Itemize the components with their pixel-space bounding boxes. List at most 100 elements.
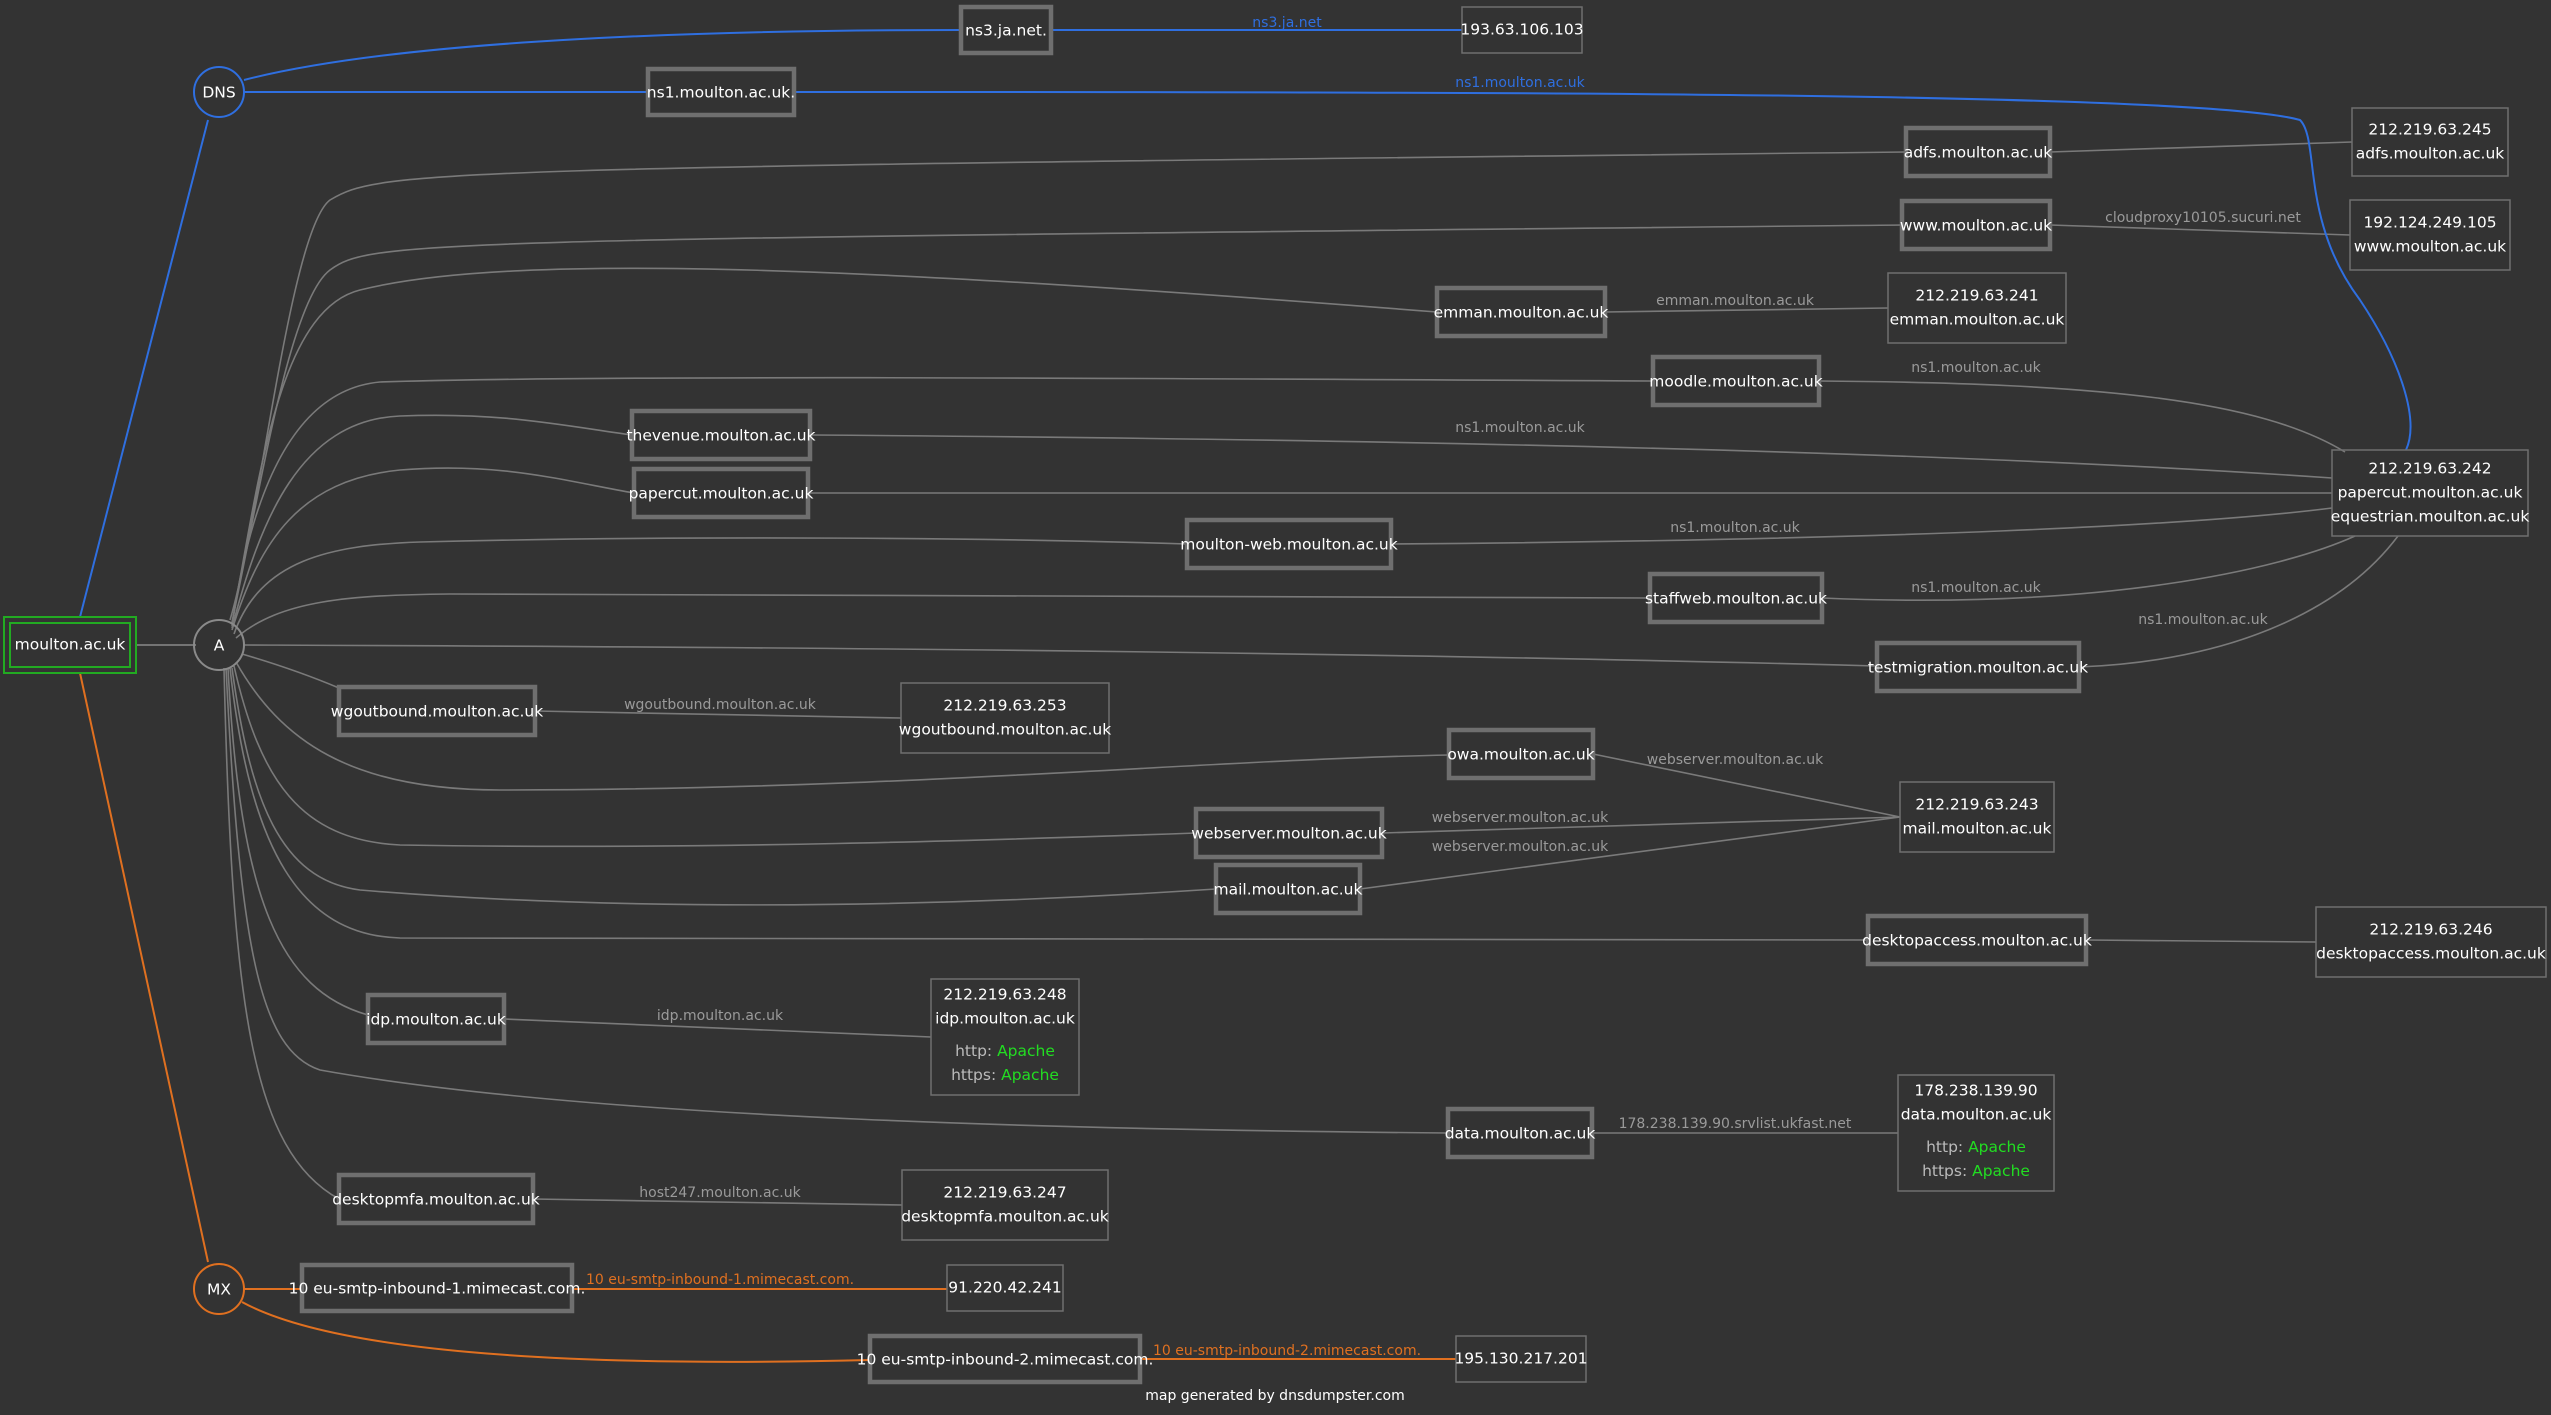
group-dns-circle[interactable] (193, 66, 245, 118)
host-data-box[interactable] (1445, 1106, 1595, 1160)
ip-box-212-219-63-248-service: http: Apache (955, 1042, 1055, 1060)
group-a-circle[interactable] (193, 619, 245, 671)
host-thevenue-box[interactable] (629, 408, 813, 462)
host-www-box[interactable] (1899, 198, 2053, 252)
host-webserver-box[interactable] (1193, 806, 1385, 860)
ip-box-212-219-63-243-line: mail.moulton.ac.uk (1903, 820, 2052, 838)
service-value: Apache (997, 1042, 1055, 1060)
ip-box-212-219-63-248-line: 212.219.63.248 (943, 986, 1066, 1004)
edge-a-desktopmfa (223, 667, 340, 1200)
host-ns1-box[interactable] (645, 66, 797, 118)
edge-label-mail: webserver.moulton.ac.uk (1432, 839, 1609, 855)
host-owa-box[interactable] (1446, 727, 1596, 781)
host-mx2-label: 10 eu-smtp-inbound-2.mimecast.com. (857, 1351, 1154, 1369)
edge-ip-mail (1359, 816, 1901, 890)
edge-label-moulton-web: ns1.moulton.ac.uk (1670, 520, 1800, 536)
host-ns1-label: ns1.moulton.ac.uk. (647, 84, 795, 102)
edge-label-moodle: ns1.moulton.ac.uk (1911, 360, 2041, 376)
edge-ip-moulton-web (1390, 507, 2333, 545)
edge-ip-desktopmfa (532, 1198, 903, 1206)
ip-box-178-238-139-90-service: http: Apache (1926, 1138, 2026, 1156)
host-testmigration-label: testmigration.moulton.ac.uk (1868, 659, 2088, 677)
edge-a-emman (231, 267, 1438, 625)
host-wgoutbound-label: wgoutbound.moulton.ac.uk (331, 703, 543, 721)
ip-box-ns3-box (1461, 6, 1583, 54)
ip-box-mx2-box (1455, 1335, 1587, 1383)
ip-box-212-219-63-247-line: 212.219.63.247 (943, 1184, 1066, 1202)
host-mx1-box[interactable] (299, 1262, 575, 1314)
edge-label-mx2: 10 eu-smtp-inbound-2.mimecast.com. (1153, 1343, 1421, 1359)
edge-label-webserver: webserver.moulton.ac.uk (1432, 810, 1609, 826)
ip-box-192-124-249-105-line: www.moulton.ac.uk (2354, 238, 2506, 256)
host-data-label: data.moulton.ac.uk (1445, 1125, 1596, 1143)
host-ns3-box[interactable] (958, 4, 1054, 56)
host-staffweb-box[interactable] (1647, 571, 1825, 625)
edge-ip-staffweb (1821, 535, 2356, 601)
ip-box-178-238-139-90-line: 178.238.139.90 (1914, 1082, 2037, 1100)
edge-label-data: 178.238.139.90.srvlist.ukfast.net (1619, 1116, 1852, 1132)
ip-box-212-219-63-253-line: 212.219.63.253 (943, 697, 1066, 715)
host-emman-box[interactable] (1434, 285, 1608, 339)
host-adfs-box[interactable] (1903, 125, 2053, 179)
ip-box-212-219-63-247-box (901, 1169, 1109, 1241)
ip-box-212-219-63-245-line: adfs.moulton.ac.uk (2356, 145, 2505, 163)
edge-ip-testmigration (2078, 535, 2399, 668)
host-mx1-label: 10 eu-smtp-inbound-1.mimecast.com. (289, 1280, 586, 1298)
host-desktopaccess-box[interactable] (1865, 913, 2089, 967)
edge-a-owa (235, 661, 1450, 791)
host-staffweb-label: staffweb.moulton.ac.uk (1645, 590, 1827, 608)
group-dns-label: DNS (202, 84, 235, 102)
host-papercut-box[interactable] (631, 466, 811, 520)
host-emman-label: emman.moulton.ac.uk (1434, 304, 1609, 322)
host-idp-box[interactable] (365, 992, 507, 1046)
group-a-label: A (214, 637, 225, 655)
ip-box-178-238-139-90-service: https: Apache (1922, 1162, 2030, 1180)
ip-box-212-219-63-245-box (2351, 107, 2509, 177)
ip-box-212-219-63-247-line: desktopmfa.moulton.ac.uk (901, 1208, 1109, 1226)
edge-label-testmigration: ns1.moulton.ac.uk (2138, 612, 2268, 628)
edge-a-webserver (233, 665, 1197, 848)
ip-box-192-124-249-105-box (2349, 199, 2511, 271)
edge-ip-owa (1592, 753, 1901, 818)
host-testmigration-box[interactable] (1874, 640, 2082, 694)
host-moodle-box[interactable] (1650, 354, 1822, 408)
ip-box-212-219-63-243-line: 212.219.63.243 (1915, 796, 2038, 814)
ip-box-212-219-63-253-box (900, 682, 1110, 754)
ip-box-212-219-63-248-line: idp.moulton.ac.uk (935, 1010, 1075, 1028)
ip-box-212-219-63-246-line: desktopaccess.moulton.ac.uk (2316, 945, 2546, 963)
edge-a-thevenue (231, 414, 633, 629)
ip-box-212-219-63-245-line: 212.219.63.245 (2368, 121, 2491, 139)
ip-box-mx2-line: 195.130.217.201 (1454, 1350, 1587, 1368)
service-key: http: (1926, 1138, 1968, 1156)
ip-box-212-219-63-242-line: papercut.moulton.ac.uk (2338, 484, 2523, 502)
edge-ip-webserver (1381, 816, 1901, 834)
service-key: http: (955, 1042, 997, 1060)
edge-a-staffweb (235, 592, 1651, 639)
ip-box-212-219-63-241-line: emman.moulton.ac.uk (1890, 311, 2065, 329)
edge-label-www: cloudproxy10105.sucuri.net (2105, 210, 2301, 226)
node-layer: moulton.ac.ukDNSAMX212.219.63.245adfs.mo… (3, 4, 2547, 1385)
ip-box-212-219-63-242-box (2331, 449, 2529, 537)
ip-box-212-219-63-253-line: wgoutbound.moulton.ac.uk (899, 721, 1111, 739)
edge-dns-ns3 (243, 29, 962, 81)
host-desktopmfa-box[interactable] (336, 1172, 536, 1226)
host-moulton-web-box[interactable] (1184, 517, 1394, 571)
group-mx-circle[interactable] (193, 1263, 245, 1315)
root-domain-inner[interactable] (9, 622, 131, 668)
host-idp-label: idp.moulton.ac.uk (366, 1011, 506, 1029)
ip-box-178-238-139-90-line: data.moulton.ac.uk (1901, 1106, 2052, 1124)
root-domain-outer[interactable] (3, 616, 137, 674)
host-mx2-box[interactable] (867, 1333, 1143, 1385)
ip-box-178-238-139-90-box (1897, 1074, 2055, 1192)
host-wgoutbound-box[interactable] (336, 684, 538, 738)
edge-label-wgoutbound: wgoutbound.moulton.ac.uk (624, 697, 817, 713)
edge-label-thevenue: ns1.moulton.ac.uk (1455, 420, 1585, 436)
edge-label-emman: emman.moulton.ac.uk (1656, 293, 1815, 309)
edge-layer (79, 29, 2412, 1363)
ip-box-212-219-63-246-line: 212.219.63.246 (2369, 921, 2492, 939)
host-desktopmfa-label: desktopmfa.moulton.ac.uk (332, 1191, 540, 1209)
host-mail-box[interactable] (1213, 862, 1363, 916)
ip-box-212-219-63-243-box (1899, 781, 2055, 853)
edge-a-idp (227, 667, 369, 1016)
service-value: Apache (1001, 1066, 1059, 1084)
